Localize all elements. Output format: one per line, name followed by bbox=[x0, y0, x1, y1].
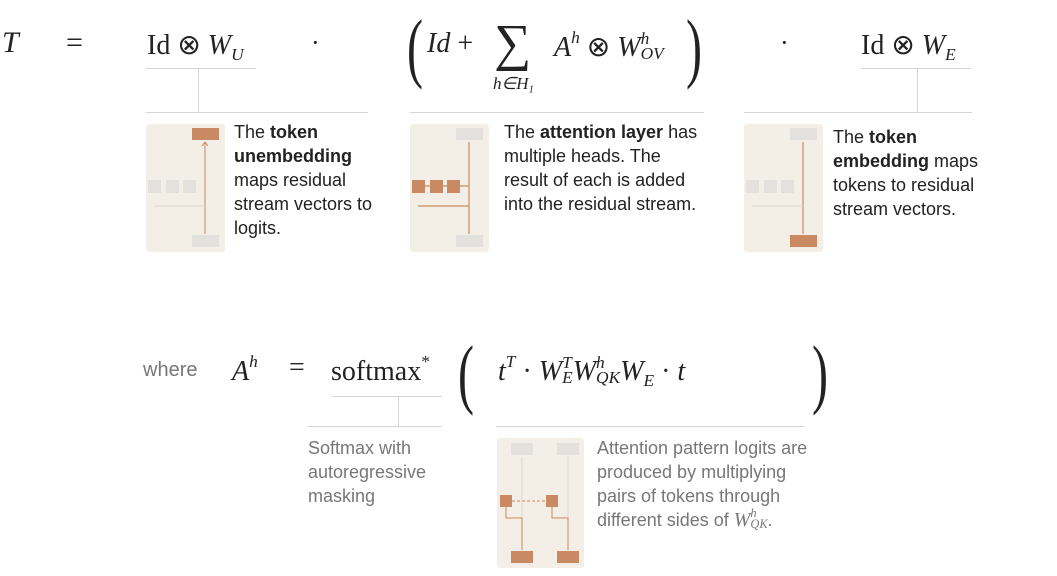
token-box bbox=[790, 235, 817, 247]
diagram-embedding bbox=[746, 128, 817, 247]
diagram-qk bbox=[500, 443, 579, 563]
token-box bbox=[192, 235, 219, 247]
connector-embedding bbox=[917, 68, 918, 112]
attention-pattern-symbol: Ah bbox=[232, 352, 258, 388]
close-paren-2: ) bbox=[812, 331, 828, 417]
term-embedding: Id ⊗ WE bbox=[861, 30, 956, 65]
rule-desc-5 bbox=[496, 426, 804, 427]
logits-box bbox=[192, 128, 219, 140]
term-attention: Id + bbox=[427, 28, 474, 59]
close-paren-1: ) bbox=[686, 5, 702, 91]
where-label: where bbox=[143, 359, 198, 381]
head-box bbox=[412, 180, 425, 193]
softmax-term: softmax* bbox=[331, 352, 430, 388]
key-box bbox=[546, 495, 558, 507]
desc-qk: Attention pattern logits are produced by… bbox=[597, 438, 808, 531]
sum-sign: ∑ bbox=[494, 15, 532, 72]
desc-embedding: The token embedding maps tokens to resid… bbox=[833, 127, 979, 219]
diagram-attention bbox=[412, 128, 483, 247]
underline-unembedding bbox=[146, 68, 256, 69]
dot-1: · bbox=[311, 28, 320, 57]
underline-softmax bbox=[332, 396, 442, 397]
connector-unembedding bbox=[198, 68, 199, 112]
equals-sign-2: = bbox=[289, 352, 305, 383]
token-box-1 bbox=[511, 551, 533, 563]
rule-desc-3 bbox=[744, 112, 972, 113]
token-box-2 bbox=[557, 551, 579, 563]
rule-desc-2 bbox=[410, 112, 704, 113]
thumbnail-unembedding bbox=[146, 124, 225, 252]
underline-embedding bbox=[861, 68, 971, 69]
head-box bbox=[430, 180, 443, 193]
dot-2: · bbox=[780, 28, 789, 57]
thumbnail-qk bbox=[497, 438, 584, 568]
equals-sign: = bbox=[66, 26, 83, 59]
term-unembedding: Id ⊗ WU bbox=[147, 30, 244, 65]
sum-subscript: h∈H1 bbox=[493, 74, 534, 96]
thumbnail-embedding bbox=[744, 124, 823, 252]
thumbnail-attention bbox=[410, 124, 489, 252]
desc-softmax: Softmax with autoregressive masking bbox=[308, 438, 427, 506]
open-paren-2: ( bbox=[458, 331, 474, 417]
query-box bbox=[500, 495, 512, 507]
connector-softmax bbox=[398, 396, 399, 426]
desc-unembedding: The token unembedding maps residual stre… bbox=[234, 122, 373, 238]
open-paren-1: ( bbox=[407, 5, 423, 91]
lhs-T: T bbox=[2, 26, 19, 59]
diagram-unembedding bbox=[148, 128, 219, 247]
rule-desc-1 bbox=[146, 112, 368, 113]
desc-attention: The attention layer has multiple heads. … bbox=[504, 122, 698, 214]
head-box bbox=[447, 180, 460, 193]
rule-desc-4 bbox=[308, 426, 442, 427]
